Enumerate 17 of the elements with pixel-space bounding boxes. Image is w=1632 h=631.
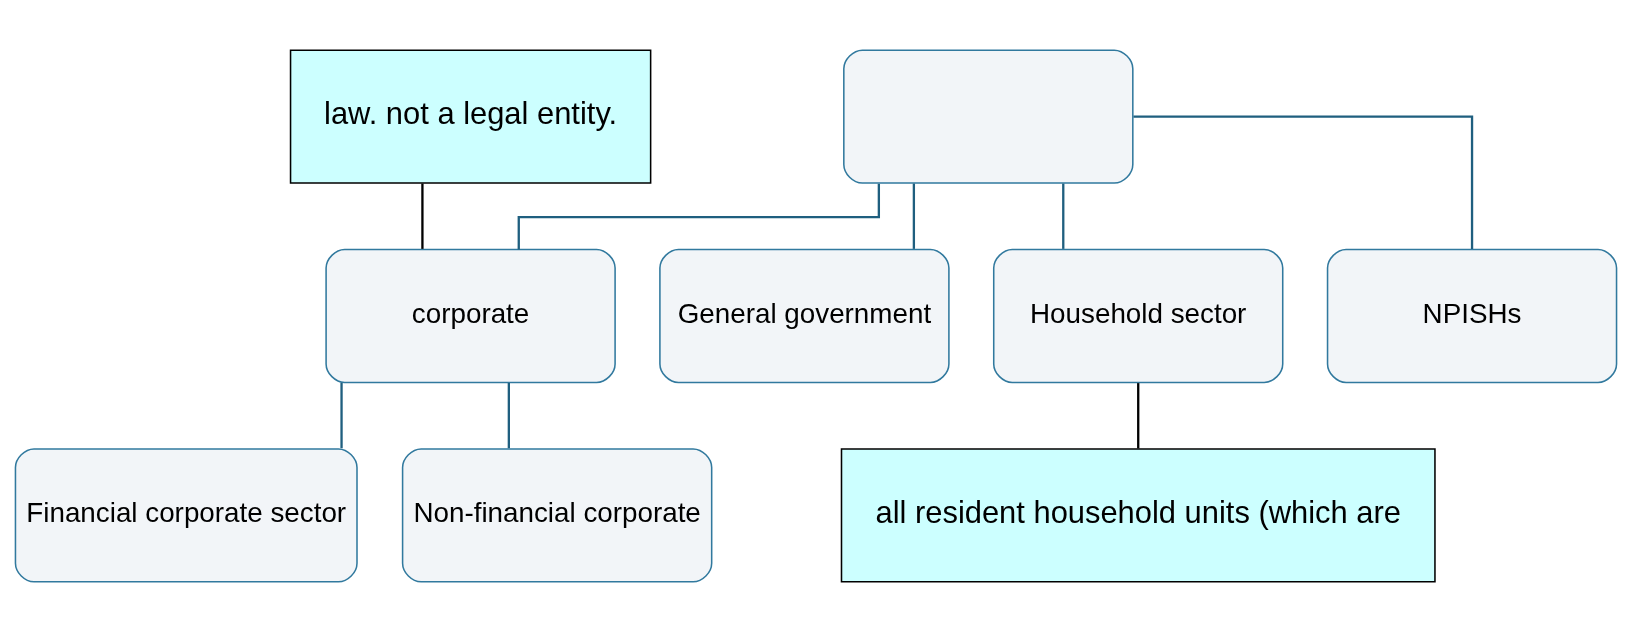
node-box: Non-financial corporate [401,447,713,583]
connector [1137,382,1140,448]
connector [340,382,343,448]
connector [912,183,916,249]
node-box: corporate [325,248,616,383]
node-box: NPISHs [1326,248,1618,383]
connector [507,382,510,448]
connector [421,183,424,249]
node-box [843,48,1134,184]
node-box: General government [659,248,950,383]
node-box: all resident household units (which are [840,447,1436,583]
connector [1133,115,1474,249]
node-box: Household sector [992,248,1284,383]
connector [517,183,880,249]
node-box: Financial corporate sector [14,447,358,583]
connector [1062,183,1065,249]
node-box: law. not a legal entity. [289,48,652,184]
